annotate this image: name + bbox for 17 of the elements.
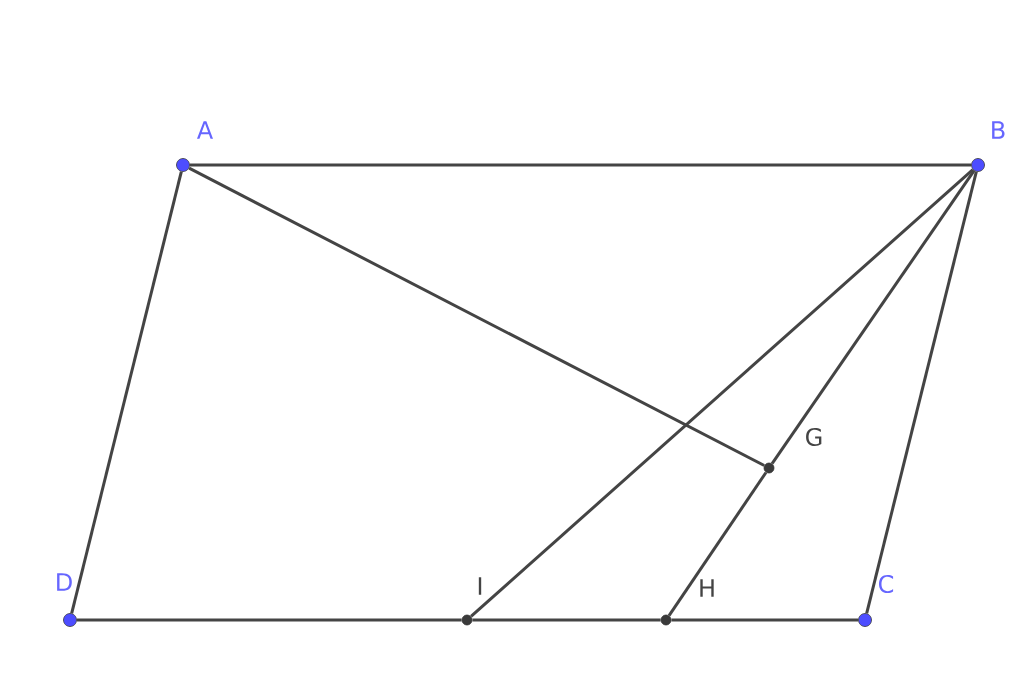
point-label: D: [57, 573, 72, 591]
point-label: H: [700, 579, 714, 597]
point-label: B: [992, 121, 1005, 139]
line-segment: [671, 618, 859, 622]
line-segment: [188, 166, 765, 467]
point-label: A: [197, 121, 213, 139]
point-label: I: [478, 577, 482, 595]
line-segment: [770, 169, 976, 465]
point-label: C: [879, 574, 894, 594]
point-label: G: [806, 427, 822, 447]
line-segment: [865, 171, 978, 614]
line-segment: [76, 618, 462, 622]
line-segment: [70, 171, 183, 614]
line-segment: [470, 168, 974, 618]
line-segment: [472, 618, 661, 622]
line-segment: [189, 163, 972, 167]
line-segment: [667, 471, 768, 617]
